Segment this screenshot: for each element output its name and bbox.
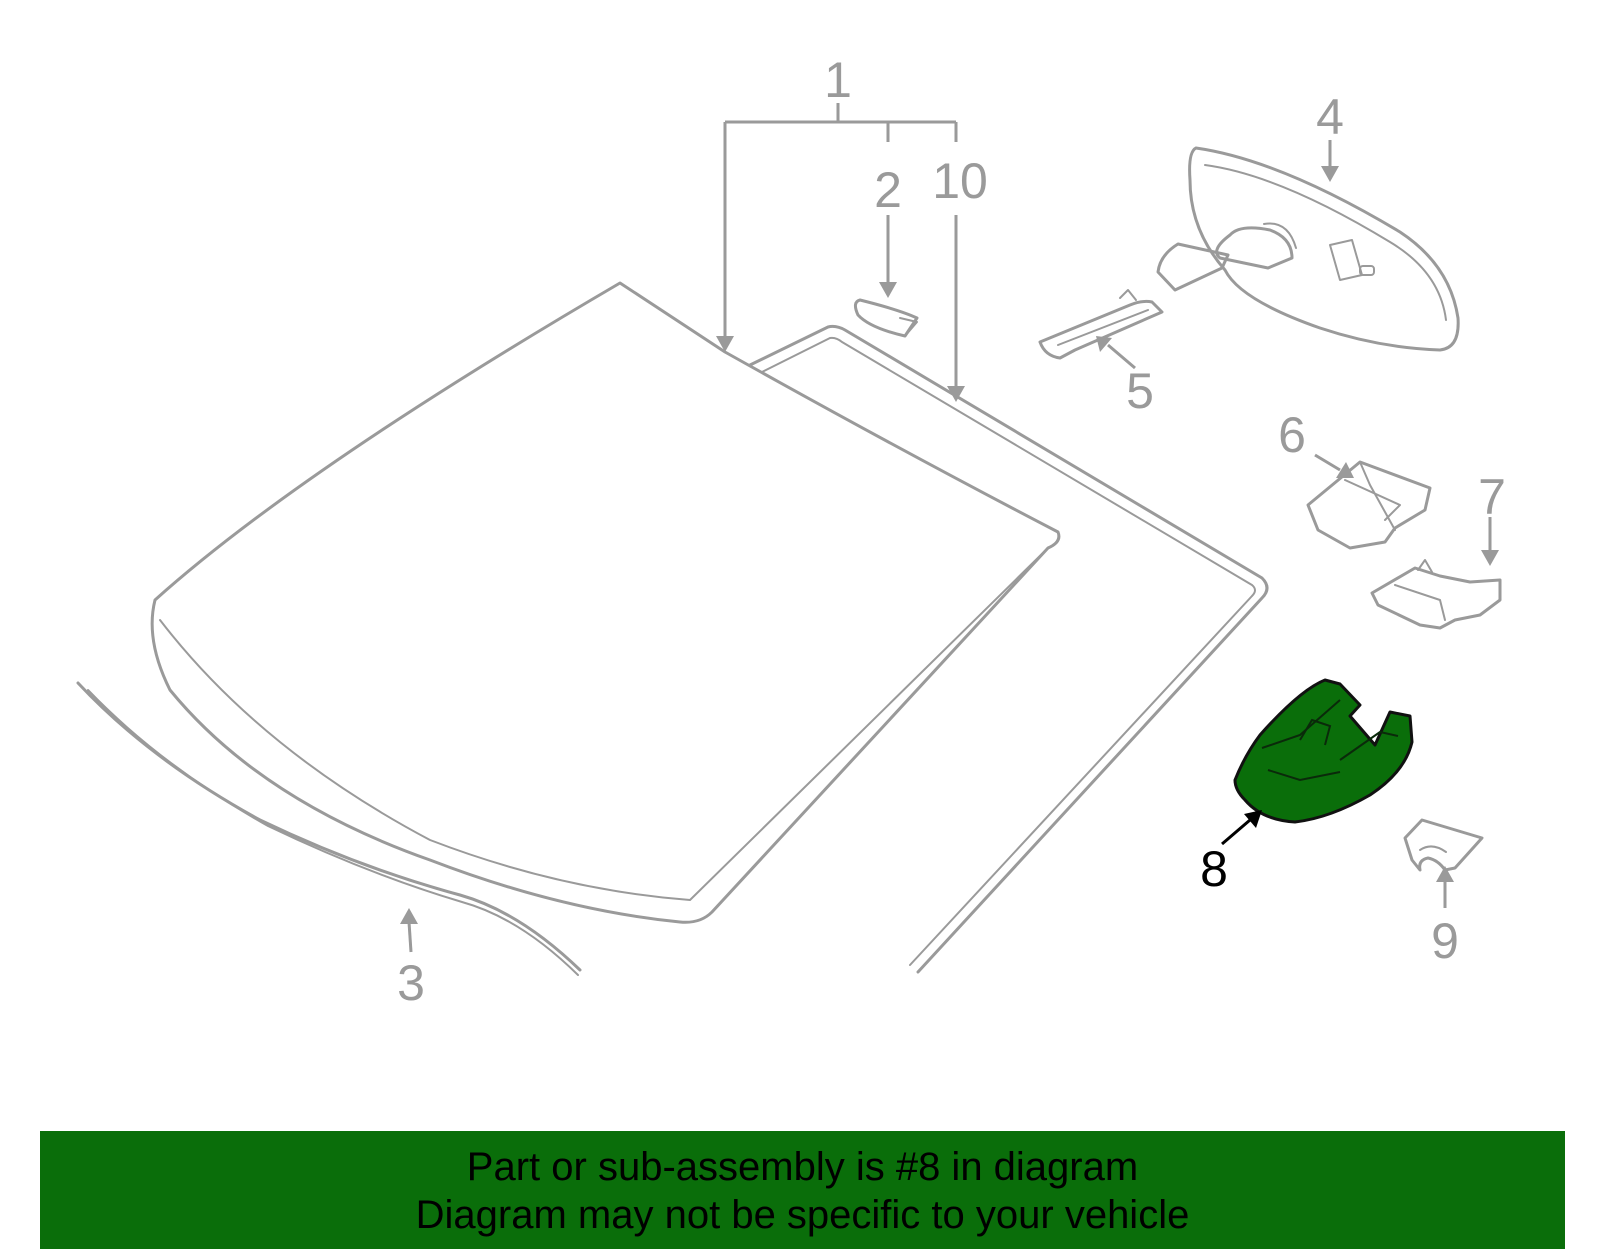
banner-line-disclaimer: Diagram may not be specific to your vehi… [415, 1193, 1190, 1237]
callout-7: 7 [1478, 469, 1506, 525]
windshield-glass [150, 281, 1061, 924]
callout-4: 4 [1316, 89, 1344, 145]
leader-9 [1436, 866, 1454, 908]
leader-3 [400, 908, 418, 953]
part-7-bracket [1370, 559, 1502, 630]
leader-5 [1096, 336, 1136, 370]
part-5-cover [1038, 289, 1164, 360]
info-banner: Part or sub-assembly is #8 in diagram Di… [40, 1131, 1565, 1249]
leader-6 [1314, 453, 1354, 478]
leader-2 [879, 215, 897, 298]
leader-7 [1481, 517, 1499, 566]
callout-10: 10 [932, 153, 988, 209]
leader-1-bracket [716, 103, 958, 352]
windshield-moulding [748, 324, 1269, 974]
callout-3: 3 [397, 955, 425, 1011]
banner-line-part-number: Part or sub-assembly is #8 in diagram [466, 1145, 1139, 1189]
leader-4 [1321, 140, 1339, 182]
callout-6: 6 [1278, 407, 1306, 463]
leader-10 [947, 215, 965, 402]
part-9-clip [1403, 818, 1484, 872]
part-2-label [853, 298, 919, 338]
callout-1: 1 [824, 52, 852, 108]
callout-5: 5 [1126, 363, 1154, 419]
leader-8 [1221, 810, 1262, 846]
part-6-bracket [1306, 460, 1432, 550]
rearview-mirror [1156, 146, 1460, 352]
callout-2: 2 [874, 162, 902, 218]
part-8-highlighted [1233, 678, 1414, 824]
callout-8: 8 [1200, 841, 1228, 897]
callout-9: 9 [1431, 913, 1459, 969]
cowl-weatherstrip [76, 681, 582, 976]
